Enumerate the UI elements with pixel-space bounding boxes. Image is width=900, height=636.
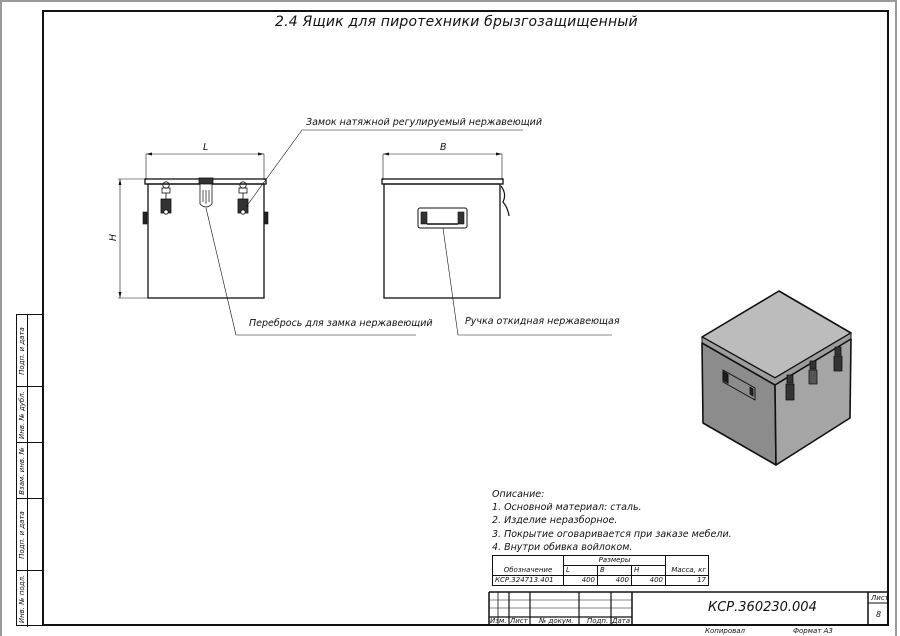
document-code: КСР.360230.004 (708, 600, 817, 615)
copied-label: Копировал (705, 627, 745, 635)
column-document-number: № докум. (539, 617, 574, 625)
stamp-cell: Подп. и дата (17, 315, 43, 387)
side-stamp: Подп. и дата Инв. № дубл. Взам. инв. № П… (16, 314, 43, 627)
description-item: 2. Изделие неразборное. (492, 515, 618, 527)
dimensions-table: Обозначение Размеры Масса, кг L B H КСР.… (492, 555, 709, 586)
cell-mass: 17 (665, 575, 709, 586)
column-signature: Подп. (587, 617, 609, 625)
stamp-cell: Инв. № подл. (17, 571, 43, 627)
callout-lock: Замок натяжной регулируемый нержавеющий (306, 117, 543, 128)
description-heading: Описание: (492, 489, 545, 500)
dimension-label-L: L (203, 142, 209, 153)
isometric-box-view (701, 290, 852, 466)
front-view (118, 129, 523, 336)
column-change: Изм. (490, 617, 507, 625)
table-row: КСР.324713.401 400 400 400 17 (492, 575, 709, 586)
drawing-title: 2.4 Ящик для пиротехники брызгозащищенны… (275, 14, 638, 30)
drawing-frame (42, 10, 889, 626)
description-item: 3. Покрытие оговаривается при заказе меб… (492, 528, 732, 540)
description-item: 4. Внутри обивка войлоком. (492, 541, 633, 553)
dimension-label-B: B (440, 142, 447, 153)
sheet-number: 8 (876, 610, 882, 619)
description-item: 1. Основной материал: сталь. (492, 502, 642, 514)
sheet-label: Лист (871, 594, 889, 602)
callout-hasp: Перебрось для замка нержавеющий (249, 318, 433, 329)
stamp-cell: Подп. и дата (17, 499, 43, 571)
stamp-cell: Взам. инв. № (17, 443, 43, 499)
callout-handle: Ручка откидная нержавеющая (465, 316, 620, 327)
side-view (381, 152, 612, 336)
column-date: Дата (612, 617, 631, 625)
description-block: Описание: 1. Основной материал: сталь. 2… (492, 488, 732, 554)
column-sheet: Лист (510, 617, 528, 625)
format-label: Формат А3 (793, 627, 833, 635)
stamp-cell: Инв. № дубл. (17, 387, 43, 443)
